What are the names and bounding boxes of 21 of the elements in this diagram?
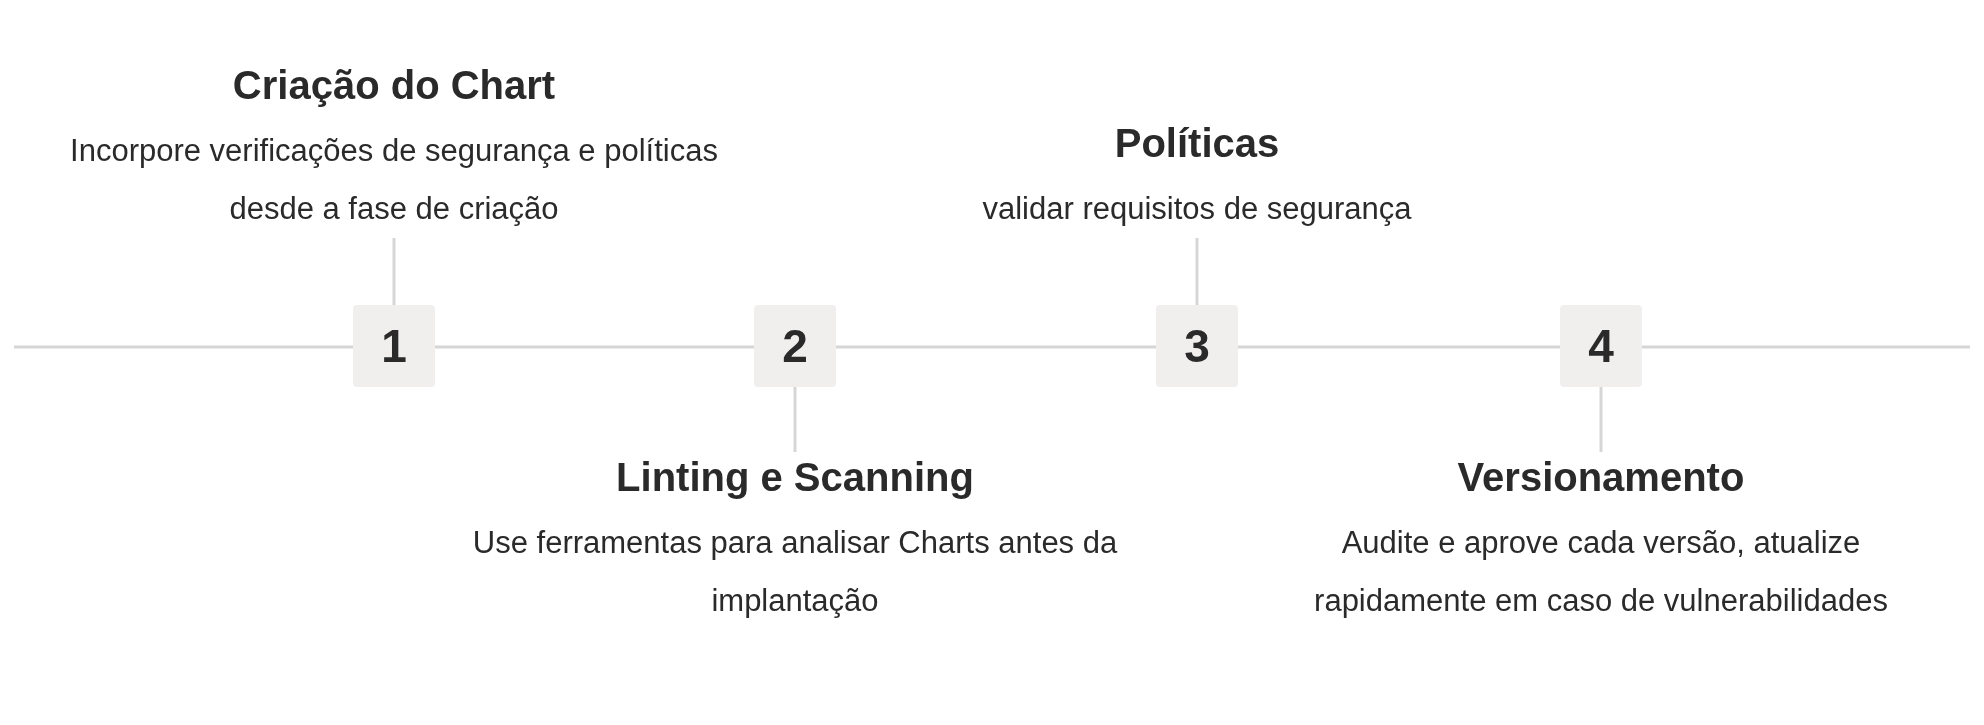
step-number: 2	[754, 305, 836, 387]
step-description: validar requisitos de segurança	[982, 190, 1412, 228]
step-description: Audite e aprove cada versão, atualize rapidamente em caso de vulnerabilidades	[1313, 524, 1889, 620]
timeline-line	[836, 345, 1156, 349]
timeline-line	[1642, 345, 1970, 349]
timeline-line	[435, 345, 754, 349]
connector-line	[793, 387, 797, 452]
step-title: Linting e Scanning	[616, 454, 974, 501]
step-number: 3	[1156, 305, 1238, 387]
connector-line	[1195, 238, 1199, 305]
connector-line	[392, 238, 396, 305]
step-title: Versionamento	[1457, 454, 1745, 501]
timeline-line	[14, 345, 353, 349]
step-description: Incorpore verificações de segurança e políticas desde a fase de criação	[69, 132, 719, 228]
timeline-line	[1238, 345, 1560, 349]
step-number: 1	[353, 305, 435, 387]
step-title: Políticas	[1114, 120, 1280, 167]
step-description: Use ferramentas para analisar Charts antes da implantação	[471, 524, 1119, 620]
connector-line	[1599, 387, 1603, 452]
step-title: Criação do Chart	[232, 62, 556, 109]
step-number: 4	[1560, 305, 1642, 387]
